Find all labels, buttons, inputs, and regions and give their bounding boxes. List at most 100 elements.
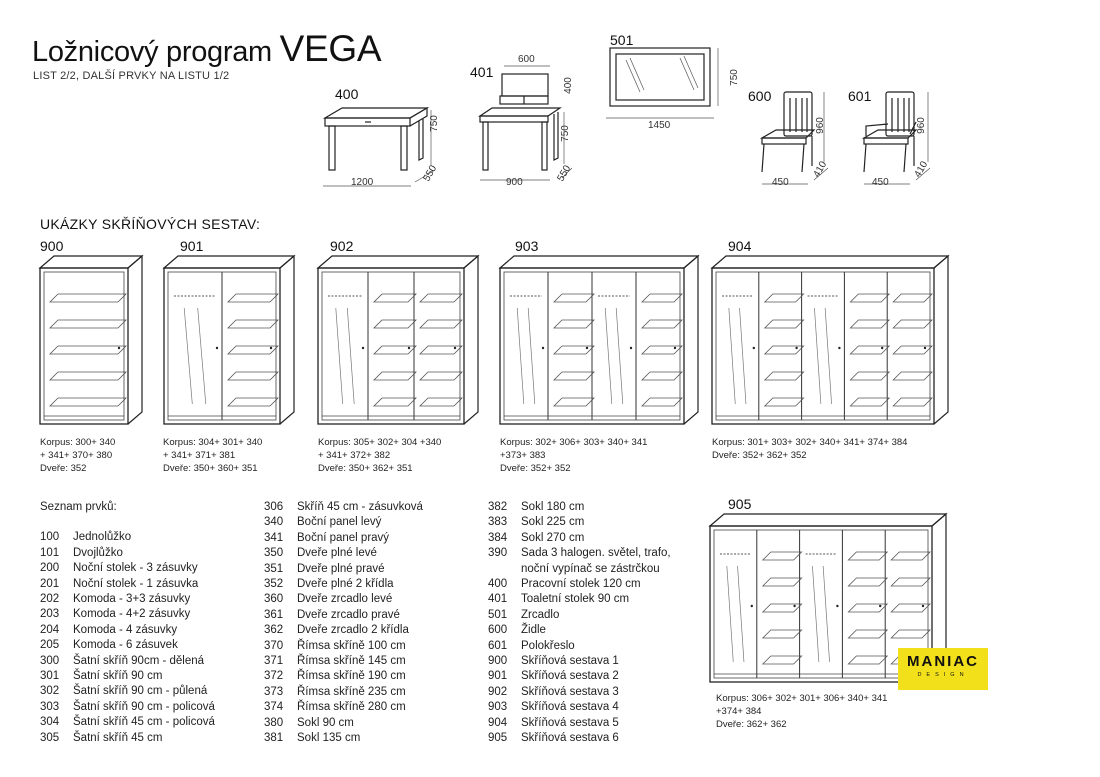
desk-400-drawing xyxy=(322,106,436,187)
parts-list-item-code: 351 xyxy=(264,562,284,575)
parts-list-item-label: Skříňová sestava 3 xyxy=(521,685,619,698)
parts-list-item-label: Noční stolek - 3 zásuvky xyxy=(73,562,198,575)
parts-list-item-label: Dveře plné levé xyxy=(297,547,377,560)
parts-list-item-label: Skříň 45 cm - zásuvková xyxy=(297,501,423,513)
logo-sub-text: DESIGN xyxy=(917,672,969,678)
assembly-korpus-line: Korpus: 306+ 302+ 301+ 306+ 340+ 341 xyxy=(716,693,888,704)
parts-list-item-label: Noční stolek - 1 zásuvka xyxy=(73,577,199,590)
parts-list-item-label: Skříňová sestava 4 xyxy=(521,701,619,714)
parts-list-item-code: 390 xyxy=(488,547,508,560)
parts-list-item-label: Sokl 135 cm xyxy=(297,732,361,745)
product-401-height: 750 xyxy=(559,125,571,142)
assembly-code: 903 xyxy=(515,238,539,254)
parts-list-item-code: 300 xyxy=(40,654,60,667)
wardrobe-assembly-drawing xyxy=(710,254,950,425)
parts-list-item-label: Boční panel levý xyxy=(297,516,382,529)
parts-list-item-code: 101 xyxy=(40,546,60,559)
parts-list-item-label: noční vypínač se zástrčkou xyxy=(521,562,660,575)
assembly-korpus-line: + 341+ 372+ 382 xyxy=(318,450,391,461)
product-600-width: 450 xyxy=(772,177,789,188)
parts-list-item-label: Dveře zrcadlo 2 křídla xyxy=(297,624,409,637)
parts-list-item: 501 Zrcadlo xyxy=(488,608,671,623)
parts-list-item-code: 350 xyxy=(264,547,284,560)
armchair-601-drawing xyxy=(861,91,931,185)
page-subtitle: LIST 2/2, DALŠÍ PRVKY NA LISTU 1/2 xyxy=(33,70,230,82)
parts-list-item-code: 304 xyxy=(40,716,60,729)
parts-list-title: Seznam prvků: xyxy=(40,501,117,513)
parts-list-item-label: Sokl 225 cm xyxy=(521,516,585,529)
product-501-code: 501 xyxy=(610,32,634,48)
vanity-401-drawing xyxy=(478,65,573,181)
parts-list-item: 300 Šatní skříň 90cm - dělená xyxy=(40,654,215,669)
parts-list-item-code: 362 xyxy=(264,624,284,637)
parts-list-item-code: 371 xyxy=(264,655,284,668)
product-400-width: 1200 xyxy=(351,177,374,188)
parts-list-item-code: 382 xyxy=(488,501,508,513)
assembly-korpus-line: Korpus: 304+ 301+ 340 xyxy=(163,437,263,448)
parts-list-item-label: Dveře zrcadlo levé xyxy=(297,593,393,606)
maniac-design-logo: MANIAC DESIGN xyxy=(898,648,988,690)
assembly-caption: Korpus: 306+ 302+ 301+ 306+ 340+ 341+374… xyxy=(716,692,887,731)
assembly-doors-line: Dveře: 350+ 360+ 351 xyxy=(163,463,258,474)
parts-list-item-label: Komoda - 4 zásuvky xyxy=(73,623,178,636)
parts-list-item-code: 501 xyxy=(488,608,508,621)
parts-list-item-code: 381 xyxy=(264,732,284,745)
parts-list-item-label: Šatní skříň 90 cm xyxy=(73,670,163,683)
parts-list-item: 202 Komoda - 3+3 zásuvky xyxy=(40,592,215,607)
parts-list-item: 362 Dveře zrcadlo 2 křídla xyxy=(264,623,423,638)
section-title: UKÁZKY SKŘÍŇOVÝCH SESTAV: xyxy=(40,216,261,232)
parts-list-item: 381 Sokl 135 cm xyxy=(264,731,423,746)
product-501-height: 750 xyxy=(728,69,740,86)
assembly-doors-line: Dveře: 352 xyxy=(40,463,87,474)
parts-list-item-code: 380 xyxy=(264,716,284,729)
parts-list-item: 382 Sokl 180 cm xyxy=(488,500,671,515)
parts-list-item-code: 340 xyxy=(264,516,284,529)
parts-list-item-label: Sokl 180 cm xyxy=(521,501,585,513)
parts-list-item-code: 305 xyxy=(40,731,60,744)
parts-list-item-label: Šatní skříň 90cm - dělená xyxy=(73,654,205,667)
parts-list-item-label: Zrcadlo xyxy=(521,608,560,621)
parts-list-item-code: 401 xyxy=(488,593,508,606)
chair-600-drawing xyxy=(759,91,829,185)
assembly-doors-line: Dveře: 352+ 362+ 352 xyxy=(712,450,807,461)
product-600-height: 960 xyxy=(814,117,826,134)
parts-list-item-code: 900 xyxy=(488,655,508,668)
parts-list-item-code: 200 xyxy=(40,562,60,575)
parts-list-item-code: 202 xyxy=(40,593,60,606)
wardrobe-assembly-drawing xyxy=(162,254,296,425)
parts-list-item-label: Komoda - 3+3 zásuvky xyxy=(73,593,191,606)
parts-list-item-code: 352 xyxy=(264,578,284,591)
parts-list-item-code: 372 xyxy=(264,670,284,683)
parts-list-item: 350 Dveře plné levé xyxy=(264,546,423,561)
parts-list-item-code: 361 xyxy=(264,608,284,621)
product-601-width: 450 xyxy=(872,177,889,188)
title-text: Ložnicový program xyxy=(32,36,272,68)
parts-list-item-label: Skříňová sestava 2 xyxy=(521,670,619,683)
parts-list-item-label: Dveře plné 2 křídla xyxy=(297,578,394,591)
parts-list-item-label: Skříňová sestava 5 xyxy=(521,716,619,729)
parts-list-item-code: 373 xyxy=(264,685,284,698)
product-601-height: 960 xyxy=(915,117,927,134)
